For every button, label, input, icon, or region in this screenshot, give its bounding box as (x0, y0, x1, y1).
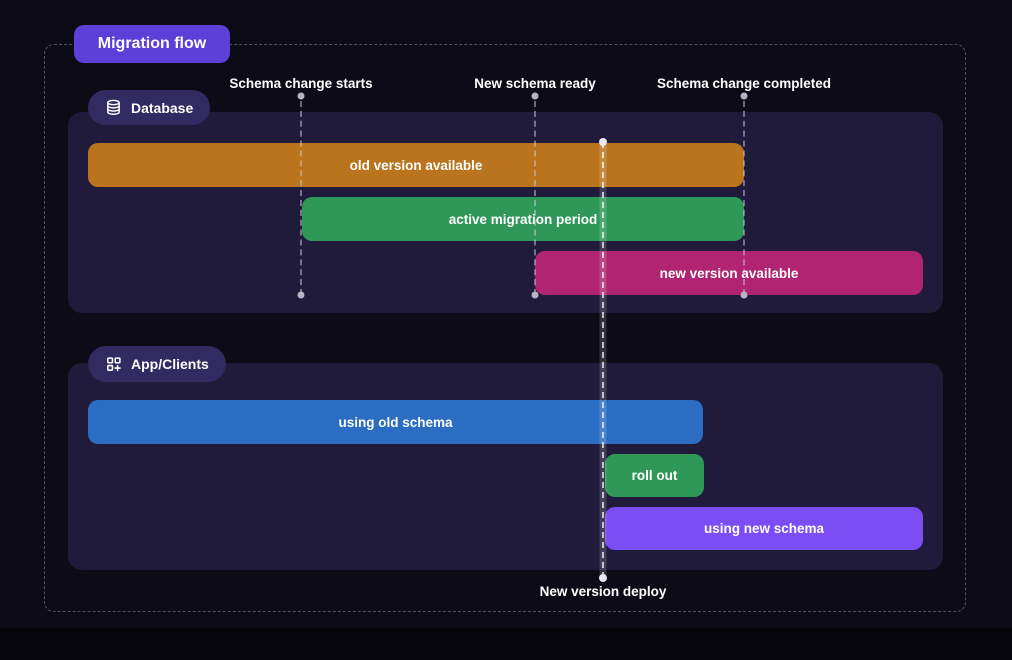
app-clients-lane-label: App/Clients (131, 356, 209, 372)
milestone-dot-top-schema-change-starts (297, 92, 305, 100)
deploy-marker-dot-top (599, 138, 607, 146)
bar-old-version-available: old version available (88, 143, 744, 187)
milestone-dot-top-schema-change-completed (740, 92, 748, 100)
diagram-dashed-border (44, 44, 966, 612)
milestone-dot-bottom-new-schema-ready (531, 291, 539, 299)
bar-active-migration-period: active migration period (302, 197, 744, 241)
milestone-label-schema-change-starts: Schema change starts (229, 76, 373, 91)
milestone-line-new-schema-ready (534, 101, 536, 295)
milestone-label-new-schema-ready: New schema ready (474, 76, 596, 91)
milestone-label-schema-change-completed: Schema change completed (656, 76, 832, 91)
diagram-title-label: Migration flow (97, 35, 207, 52)
milestone-dot-bottom-schema-change-completed (740, 291, 748, 299)
milestone-dot-bottom-schema-change-starts (297, 291, 305, 299)
milestone-line-schema-change-starts (300, 101, 302, 295)
diagram-title: Migration flow (74, 25, 230, 63)
bar-roll-out: roll out (605, 454, 704, 497)
apps-grid-icon (105, 356, 122, 373)
bar-new-version-available: new version available (535, 251, 923, 295)
deploy-marker-label: New version deploy (539, 584, 667, 599)
milestone-line-schema-change-completed (743, 101, 745, 295)
app-clients-lane-pill: App/Clients (88, 346, 226, 382)
bar-using-old-schema: using old schema (88, 400, 703, 444)
database-lane-pill: Database (88, 90, 211, 125)
bar-using-new-schema: using new schema (605, 507, 923, 550)
deploy-marker-line (602, 142, 604, 578)
database-lane-label: Database (131, 99, 194, 116)
database-icon (105, 99, 122, 116)
deploy-marker-dot-bottom (599, 574, 607, 582)
milestone-dot-top-new-schema-ready (531, 92, 539, 100)
bottom-letterbox (0, 628, 1012, 660)
